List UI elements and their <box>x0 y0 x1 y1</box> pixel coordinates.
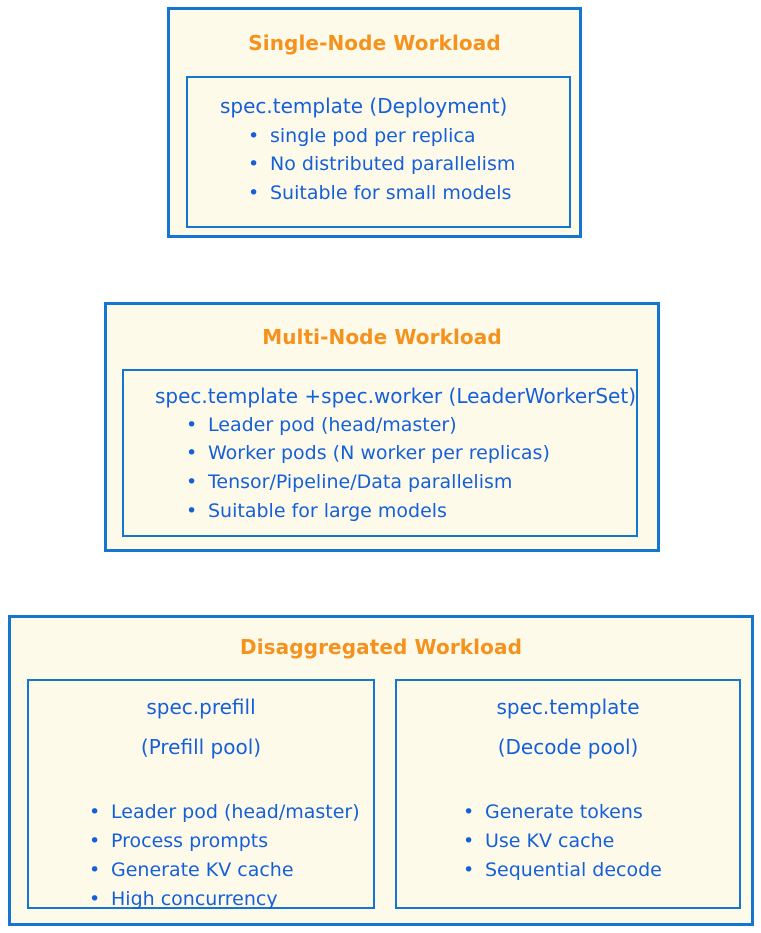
list-item: • Suitable for large models <box>184 497 636 526</box>
bullet-dot-icon: • <box>463 801 475 824</box>
bullet-list-single-node: • single pod per replica • No distribute… <box>246 122 569 209</box>
card-multi-node-workload: Multi-Node Workload spec.template +spec.… <box>104 302 660 552</box>
panel-prefill-pool: spec.prefill (Prefill pool) • Leader pod… <box>27 679 375 910</box>
list-item-label: Leader pod (head/master) <box>208 413 457 436</box>
bullet-dot-icon: • <box>248 153 260 176</box>
bullet-dot-icon: • <box>463 858 475 881</box>
spec-heading-decode: spec.template <box>496 695 640 719</box>
list-item: • Sequential decode <box>461 856 739 885</box>
spec-subheading-prefill-pool: (Prefill pool) <box>140 734 262 759</box>
bullet-dot-icon: • <box>89 801 101 824</box>
list-item-label: Leader pod (head/master) <box>111 801 360 824</box>
spec-heading-leaderworkerset: spec.template +spec.worker (LeaderWorker… <box>155 384 636 408</box>
spec-subheading-decode-pool: (Decode pool) <box>497 734 639 759</box>
card-single-node-workload: Single-Node Workload spec.template (Depl… <box>167 7 582 238</box>
bullet-dot-icon: • <box>89 887 101 910</box>
list-item-label: High concurrency <box>111 887 278 910</box>
panel-single-node-spec: spec.template (Deployment) • single pod … <box>186 76 571 228</box>
list-item: • Generate tokens <box>461 798 739 827</box>
spec-heading-prefill: spec.prefill <box>146 695 256 719</box>
list-item: • Process prompts <box>87 827 373 856</box>
bullet-list-multi-node: • Leader pod (head/master) • Worker pods… <box>184 411 636 527</box>
card-title-single-node: Single-Node Workload <box>248 31 501 55</box>
list-item: • Tensor/Pipeline/Data parallelism <box>184 468 636 497</box>
list-item-label: Process prompts <box>111 830 269 853</box>
list-item-label: Tensor/Pipeline/Data parallelism <box>208 471 513 494</box>
list-item-label: Sequential decode <box>485 858 662 881</box>
list-item-label: Generate KV cache <box>111 858 294 881</box>
list-item: • No distributed parallelism <box>246 150 569 179</box>
spec-heading-deployment: spec.template (Deployment) <box>220 94 508 118</box>
bullet-dot-icon: • <box>89 830 101 853</box>
bullet-dot-icon: • <box>248 182 260 205</box>
list-item-label: Generate tokens <box>485 801 643 824</box>
bullet-dot-icon: • <box>186 471 198 494</box>
list-item-label: Use KV cache <box>485 830 615 853</box>
bullet-dot-icon: • <box>186 413 198 436</box>
panel-decode-pool: spec.template (Decode pool) • Generate t… <box>395 679 741 909</box>
bullet-list-prefill: • Leader pod (head/master) • Process pro… <box>87 798 373 914</box>
bullet-dot-icon: • <box>248 124 260 147</box>
list-item: • Worker pods (N worker per replicas) <box>184 439 636 468</box>
list-item: • Generate KV cache <box>87 856 373 885</box>
bullet-list-decode: • Generate tokens • Use KV cache • Seque… <box>461 798 739 885</box>
bullet-dot-icon: • <box>186 500 198 523</box>
list-item: • single pod per replica <box>246 122 569 151</box>
list-item: • Suitable for small models <box>246 179 569 208</box>
list-item: • Use KV cache <box>461 827 739 856</box>
list-item-label: No distributed parallelism <box>270 153 516 176</box>
card-disaggregated-workload: Disaggregated Workload spec.prefill (Pre… <box>8 615 754 926</box>
list-item-label: single pod per replica <box>270 124 476 147</box>
panel-multi-node-spec: spec.template +spec.worker (LeaderWorker… <box>122 369 638 537</box>
list-item: • Leader pod (head/master) <box>184 411 636 440</box>
bullet-dot-icon: • <box>186 442 198 465</box>
list-item-label: Worker pods (N worker per replicas) <box>208 442 550 465</box>
card-title-multi-node: Multi-Node Workload <box>262 325 502 349</box>
list-item: • High concurrency <box>87 885 373 914</box>
card-title-disaggregated: Disaggregated Workload <box>240 635 522 659</box>
bullet-dot-icon: • <box>463 830 475 853</box>
list-item-label: Suitable for small models <box>270 182 512 205</box>
bullet-dot-icon: • <box>89 858 101 881</box>
list-item: • Leader pod (head/master) <box>87 798 373 827</box>
list-item-label: Suitable for large models <box>208 500 447 523</box>
